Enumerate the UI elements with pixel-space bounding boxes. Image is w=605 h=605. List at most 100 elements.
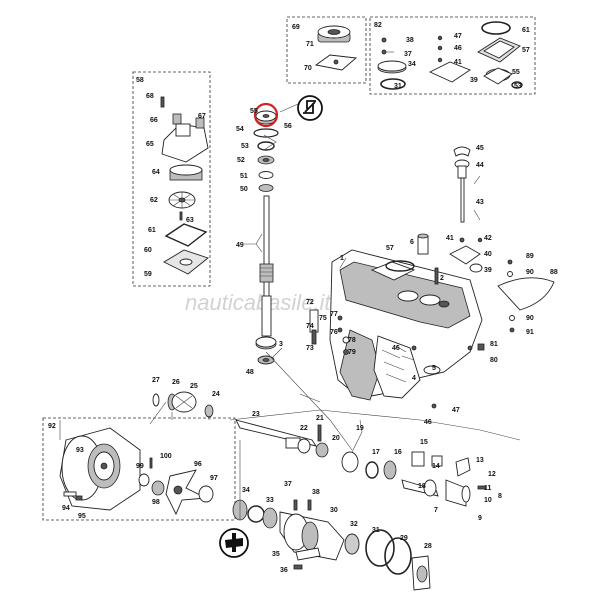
label-38: 38 bbox=[312, 489, 320, 496]
label-44: 44 bbox=[476, 162, 484, 169]
shift-rod-assembly bbox=[449, 146, 483, 273]
label-43: 43 bbox=[476, 199, 484, 206]
label-35: 35 bbox=[272, 551, 280, 558]
drive-shaft-assembly bbox=[253, 110, 279, 365]
label-64: 64 bbox=[152, 169, 160, 176]
label-15: 15 bbox=[420, 439, 428, 446]
label-74: 74 bbox=[306, 323, 314, 330]
watermark: nauticabasile.it bbox=[185, 290, 331, 315]
label-36: 36 bbox=[280, 567, 288, 574]
label-21: 21 bbox=[316, 415, 324, 422]
label-24: 24 bbox=[212, 391, 220, 398]
label-34b: 34 bbox=[408, 61, 416, 68]
label-32: 32 bbox=[350, 521, 358, 528]
label-53: 53 bbox=[241, 143, 249, 150]
label-30: 30 bbox=[330, 507, 338, 514]
label-33: 33 bbox=[266, 497, 274, 504]
label-98: 98 bbox=[152, 499, 160, 506]
label-57b: 57 bbox=[522, 47, 530, 54]
label-71: 71 bbox=[306, 41, 314, 48]
label-5: 5 bbox=[432, 365, 436, 372]
label-37: 37 bbox=[284, 481, 292, 488]
label-62: 62 bbox=[150, 197, 158, 204]
label-4: 4 bbox=[412, 375, 416, 382]
label-34: 34 bbox=[242, 487, 250, 494]
label-12: 12 bbox=[488, 471, 496, 478]
label-22: 22 bbox=[300, 425, 308, 432]
label-58: 58 bbox=[136, 77, 144, 84]
label-82: 82 bbox=[374, 22, 382, 29]
label-18: 18 bbox=[418, 483, 426, 490]
label-20: 20 bbox=[332, 435, 340, 442]
label-80: 80 bbox=[490, 357, 498, 364]
gasket-kit-82 bbox=[377, 21, 523, 90]
label-45: 45 bbox=[476, 145, 484, 152]
label-48: 48 bbox=[246, 369, 254, 376]
group-box-92 bbox=[42, 417, 236, 521]
label-39: 39 bbox=[484, 267, 492, 274]
part-labels: 1 2 3 4 5 6 7 8 9 10 11 12 13 14 15 16 1… bbox=[48, 22, 558, 574]
label-99: 99 bbox=[136, 463, 144, 470]
label-100: 100 bbox=[160, 453, 172, 460]
label-90: 90 bbox=[526, 269, 534, 276]
highlight-ring bbox=[253, 102, 279, 128]
anode-plate-88 bbox=[497, 259, 555, 333]
label-89: 89 bbox=[526, 253, 534, 260]
label-26: 26 bbox=[172, 379, 180, 386]
label-9: 9 bbox=[478, 515, 482, 522]
label-3: 3 bbox=[279, 341, 283, 348]
label-92: 92 bbox=[48, 423, 56, 430]
label-55b: 55 bbox=[512, 69, 520, 76]
seal-driver-icon bbox=[219, 528, 249, 558]
label-11: 11 bbox=[484, 485, 492, 492]
label-2: 2 bbox=[440, 275, 444, 282]
label-54: 54 bbox=[236, 126, 244, 133]
label-59: 59 bbox=[144, 271, 152, 278]
label-17: 17 bbox=[372, 449, 380, 456]
label-19: 19 bbox=[356, 425, 364, 432]
housing-fasteners bbox=[309, 309, 485, 409]
label-10: 10 bbox=[484, 497, 492, 504]
label-88: 88 bbox=[550, 269, 558, 276]
label-41: 41 bbox=[446, 235, 454, 242]
label-61: 61 bbox=[148, 227, 156, 234]
label-70: 70 bbox=[304, 65, 312, 72]
label-40: 40 bbox=[484, 251, 492, 258]
label-37b: 37 bbox=[404, 51, 412, 58]
propeller-kit-92 bbox=[59, 427, 214, 516]
tool-icon bbox=[297, 95, 323, 121]
label-81: 81 bbox=[490, 341, 498, 348]
label-90b: 90 bbox=[526, 315, 534, 322]
label-67: 67 bbox=[198, 113, 206, 120]
label-46b: 46 bbox=[424, 419, 432, 426]
label-46: 46 bbox=[392, 345, 400, 352]
label-23: 23 bbox=[252, 411, 260, 418]
label-78: 78 bbox=[348, 337, 356, 344]
label-31b: 31 bbox=[394, 83, 402, 90]
label-91: 91 bbox=[526, 329, 534, 336]
label-42: 42 bbox=[484, 235, 492, 242]
gear-housing bbox=[329, 233, 483, 401]
label-25: 25 bbox=[190, 383, 198, 390]
label-51: 51 bbox=[240, 173, 248, 180]
label-41b: 41 bbox=[454, 59, 462, 66]
water-pump-kit-58 bbox=[160, 96, 209, 275]
label-29: 29 bbox=[400, 535, 408, 542]
group-box-82 bbox=[369, 16, 536, 95]
propeller-shaft-assembly bbox=[152, 391, 487, 507]
label-60: 60 bbox=[144, 247, 152, 254]
label-14: 14 bbox=[432, 463, 440, 470]
group-box-58 bbox=[132, 71, 211, 287]
label-76: 76 bbox=[330, 329, 338, 336]
label-28: 28 bbox=[424, 543, 432, 550]
label-93: 93 bbox=[76, 447, 84, 454]
label-79: 79 bbox=[348, 349, 356, 356]
label-57: 57 bbox=[386, 245, 394, 252]
label-16: 16 bbox=[394, 449, 402, 456]
bearing-carrier-assembly bbox=[232, 499, 431, 591]
label-27: 27 bbox=[152, 377, 160, 384]
label-68: 68 bbox=[146, 93, 154, 100]
label-13: 13 bbox=[476, 457, 484, 464]
seal-set-69 bbox=[314, 25, 358, 71]
